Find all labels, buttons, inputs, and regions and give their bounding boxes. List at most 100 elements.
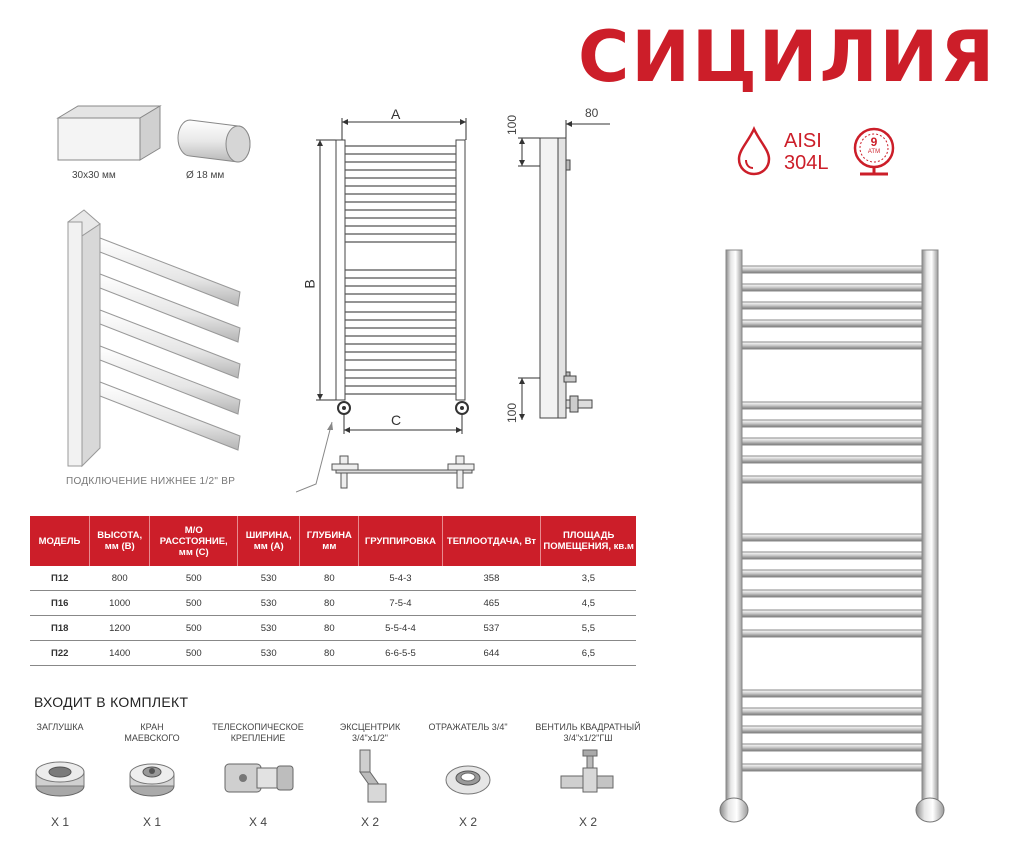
table-row: П18 1200 500 530 80 5-5-4-4 537 5,5	[30, 615, 636, 641]
round-profile-label: Ø 18 мм	[186, 170, 225, 181]
product-title: СИЦИЛИЯ	[578, 16, 997, 98]
cell: 1000	[89, 590, 150, 616]
table-row: П22 1400 500 530 80 6-6-5-5 644 6,5	[30, 640, 636, 666]
col-model: МОДЕЛЬ	[30, 516, 90, 566]
cell: 80	[299, 590, 359, 616]
kit-item-qty: X 2	[458, 815, 477, 829]
rail-closeup-illustration	[67, 209, 241, 468]
kit-item-name: ОТРАЖАТЕЛЬ 3/4"	[428, 722, 508, 732]
photo-rail-bar	[741, 283, 923, 292]
cell: 80	[299, 615, 359, 641]
kit-item-plug: ЗАГЛУШКА X 1	[20, 722, 100, 829]
col-distance: М/О РАССТОЯНИЕ, мм (C)	[149, 516, 238, 566]
cell: 80	[299, 640, 359, 666]
cell: 530	[237, 566, 300, 591]
photo-rail-bar	[741, 265, 923, 274]
kit-item-square-valve: ВЕНТИЛЬ КВАДРАТНЫЙ 3/4"x1/2"ГШ X 2	[520, 722, 656, 829]
aisi-line1: AISI	[784, 130, 822, 152]
table-row: П12 800 500 530 80 5-4-3 358 3,5	[30, 566, 636, 591]
kit-item-qty: X 1	[142, 815, 161, 829]
photo-rail-bar	[741, 533, 923, 542]
cell: 5-5-4-4	[358, 615, 443, 641]
cell: 4,5	[540, 590, 636, 616]
photo-rail-bar	[741, 725, 923, 734]
product-photo	[719, 249, 945, 823]
cell: 1200	[89, 615, 150, 641]
square-profile-icon	[56, 105, 162, 161]
cell: П12	[30, 566, 90, 591]
aisi-badge: AISI 304L	[784, 130, 829, 174]
round-profile-icon	[177, 119, 251, 163]
cell: 6-6-5-5	[358, 640, 443, 666]
cell: 500	[149, 590, 238, 616]
pressure-value: 9	[870, 135, 878, 149]
square-valve-icon	[560, 749, 614, 793]
cell: 465	[442, 590, 541, 616]
pressure-gauge-icon: 9 ATM	[852, 126, 898, 178]
plug-icon	[35, 761, 85, 797]
kit-item-qty: X 1	[50, 815, 69, 829]
cell: 500	[149, 566, 238, 591]
col-height: ВЫСОТА, мм (B)	[88, 516, 150, 566]
kit-item-reflector: ОТРАЖАТЕЛЬ 3/4" X 2	[428, 722, 508, 829]
cell: П16	[30, 590, 90, 616]
cell: П18	[30, 615, 90, 641]
photo-rail-bar	[741, 743, 923, 752]
photo-rail-bar	[741, 551, 923, 560]
cell: 530	[237, 615, 300, 641]
col-width: ШИРИНА, мм (A)	[237, 516, 300, 566]
water-drop-icon	[737, 126, 771, 176]
eccentric-fitting-icon	[359, 749, 387, 803]
cell: 6,5	[540, 640, 636, 666]
col-grouping: ГРУППИРОВКА	[358, 516, 443, 566]
photo-rail-bar	[741, 629, 923, 638]
side-bottom-label: 100	[505, 402, 520, 424]
kit-item-name: ЗАГЛУШКА	[36, 722, 84, 732]
kit-item-eccentric: ЭКСЦЕНТРИК 3/4"x1/2" X 2	[330, 722, 410, 829]
cell: 644	[442, 640, 541, 666]
reflector-icon	[445, 765, 491, 795]
photo-rail-bar	[741, 707, 923, 716]
cell: 1400	[89, 640, 150, 666]
front-technical-drawing	[296, 118, 475, 493]
cell: 530	[237, 590, 300, 616]
table-header-row: МОДЕЛЬ ВЫСОТА, мм (B) М/О РАССТОЯНИЕ, мм…	[30, 516, 636, 566]
side-technical-drawing	[518, 120, 610, 420]
dimension-b-label: B	[301, 279, 318, 289]
kit-item-name: ЭКСЦЕНТРИК 3/4"x1/2"	[339, 722, 401, 743]
cell: 537	[442, 615, 541, 641]
connection-label: ПОДКЛЮЧЕНИЕ НИЖНЕЕ 1/2" ВР	[66, 476, 236, 487]
square-profile-label: 30х30 мм	[72, 170, 116, 181]
photo-rail-bar	[741, 319, 923, 328]
kit-item-name: ТЕЛЕСКОПИЧЕСКОЕ КРЕПЛЕНИЕ	[212, 722, 304, 743]
cell: 800	[89, 566, 150, 591]
telescopic-mount-icon	[224, 763, 294, 793]
cell: 5-4-3	[358, 566, 443, 591]
photo-rail-bar	[741, 475, 923, 484]
specification-table: МОДЕЛЬ ВЫСОТА, мм (B) М/О РАССТОЯНИЕ, мм…	[30, 516, 636, 666]
cell: 530	[237, 640, 300, 666]
cell: 500	[149, 615, 238, 641]
cell: 80	[299, 566, 359, 591]
photo-rail-bar	[741, 589, 923, 598]
photo-rail-bar	[741, 689, 923, 698]
col-depth: ГЛУБИНА мм	[299, 516, 359, 566]
kit-item-qty: X 2	[360, 815, 379, 829]
cell: 500	[149, 640, 238, 666]
photo-rail-bar	[741, 301, 923, 310]
pressure-unit: ATM	[867, 149, 881, 155]
kit-item-name: КРАН МАЕВСКОГО	[124, 722, 180, 743]
photo-rail-bar	[741, 341, 923, 350]
kit-item-telescopic-mount: ТЕЛЕСКОПИЧЕСКОЕ КРЕПЛЕНИЕ X 4	[208, 722, 308, 829]
cell: 5,5	[540, 615, 636, 641]
col-heat-output: ТЕПЛООТДАЧА, Вт	[441, 516, 541, 566]
kit-title: ВХОДИТ В КОМПЛЕКТ	[34, 694, 189, 710]
photo-rail-bar	[741, 763, 923, 772]
kit-item-mayevsky-valve: КРАН МАЕВСКОГО X 1	[112, 722, 192, 829]
photo-rail-bar	[741, 437, 923, 446]
kit-item-name: ВЕНТИЛЬ КВАДРАТНЫЙ 3/4"x1/2"ГШ	[535, 722, 641, 743]
side-depth-label: 80	[585, 106, 599, 120]
photo-rail-bar	[741, 455, 923, 464]
side-top-label: 100	[505, 114, 520, 136]
aisi-line2: 304L	[784, 152, 829, 174]
